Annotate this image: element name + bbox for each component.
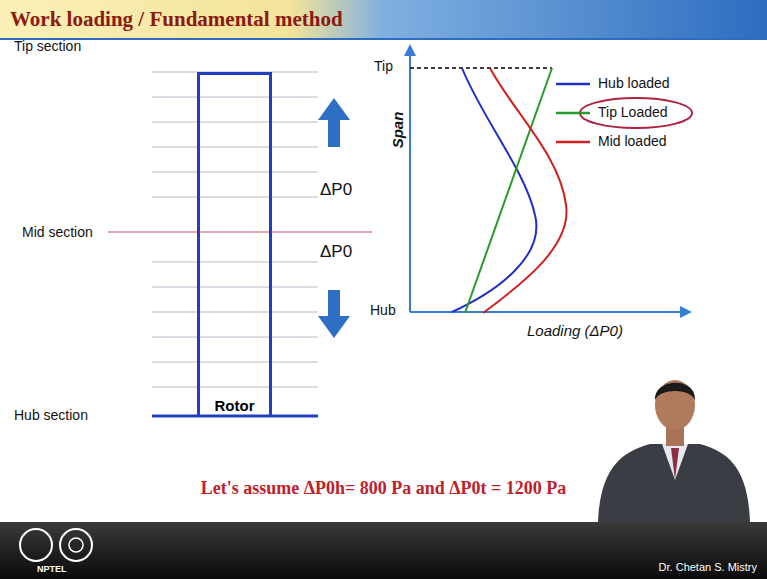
section-line (152, 147, 318, 148)
footer-bar (0, 522, 767, 579)
legend-swatch (556, 83, 590, 86)
presenter-body (598, 444, 750, 522)
section-label: Mid section (22, 224, 93, 240)
y-axis (409, 52, 411, 312)
section-line (152, 312, 318, 313)
mid-loaded-curve (483, 68, 567, 313)
axis-label: Tip (374, 58, 393, 74)
section-line (152, 287, 318, 288)
section-line (152, 337, 318, 338)
section-line (152, 122, 318, 123)
section-line (152, 172, 318, 173)
tip-loaded-curve (465, 68, 552, 313)
assumption-note: Let's assume ΔP0h= 800 Pa and ΔP0t = 120… (201, 478, 567, 499)
section-line (152, 97, 318, 98)
presenter-head (655, 380, 695, 430)
mid-section-line (108, 231, 372, 232)
loading-symbol: ΔP0 (320, 180, 352, 200)
legend-text: Tip Loaded (598, 104, 668, 120)
legend-text: Hub loaded (598, 75, 670, 91)
axis-title: Loading (ΔP0) (527, 322, 623, 339)
presenter (598, 380, 750, 522)
logo-text: NPTEL (37, 564, 67, 574)
axis-title: Span (389, 112, 406, 149)
axis-arrowhead (404, 44, 416, 56)
hub-loaded-curve (452, 68, 536, 312)
logo (69, 538, 83, 552)
section-label: Tip section (14, 38, 81, 54)
rotor-box: Rotor (197, 72, 272, 417)
section-lines (152, 72, 318, 387)
x-axis (410, 311, 682, 313)
legend-text: Mid loaded (598, 133, 667, 149)
hub-line (152, 415, 318, 418)
up-arrow (318, 98, 350, 147)
header-bar (0, 0, 767, 38)
legend-swatch (556, 112, 590, 115)
slide-title: Work loading / Fundamental method (10, 7, 343, 32)
loading-symbol: ΔP0 (320, 242, 352, 262)
presenter-shirt (662, 444, 688, 480)
highlight-ellipse (580, 98, 692, 128)
section-line (152, 362, 318, 363)
presenter-tie (671, 448, 679, 480)
header-rule (0, 38, 767, 40)
section-line (152, 262, 318, 263)
down-arrow (318, 290, 350, 338)
section-line (152, 387, 318, 388)
section-label: Hub section (14, 407, 88, 423)
presenter-hair (655, 383, 695, 400)
tip-dash-line (410, 67, 552, 69)
section-line (152, 197, 318, 198)
loading-chart (404, 44, 692, 318)
presenter-name: Dr. Chetan S. Mistry (659, 561, 757, 573)
axis-arrowhead (680, 306, 692, 318)
logo (20, 529, 52, 561)
legend-swatch (556, 141, 590, 144)
axis-label: Hub (370, 302, 396, 318)
logo (60, 529, 92, 561)
part-name: Rotor (213, 397, 257, 414)
